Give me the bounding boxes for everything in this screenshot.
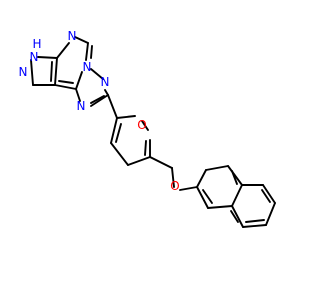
nitrogen-label: N: [19, 65, 28, 79]
bond: [179, 186, 198, 191]
bond: [85, 42, 89, 61]
bond: [90, 94, 109, 107]
bond: [265, 202, 276, 226]
bond: [230, 210, 239, 223]
molecule-structure-diagram: H N N N N N N O O: [19, 29, 276, 228]
nitrogen-label: N: [30, 50, 39, 64]
hydrogen-label: H: [32, 37, 41, 51]
oxygen-label: O: [170, 179, 179, 193]
bond: [54, 57, 58, 86]
bond: [115, 123, 122, 143]
nitrogen-label: N: [77, 99, 86, 113]
bond: [90, 95, 105, 104]
bond: [110, 117, 118, 144]
atom-label-layer: H N N N N N N O O: [19, 29, 180, 193]
bond: [202, 189, 213, 204]
bond: [74, 36, 89, 44]
bond: [262, 184, 276, 204]
bond: [261, 189, 271, 203]
bond: [196, 186, 209, 209]
bond: [107, 94, 118, 119]
bond: [90, 45, 93, 59]
bond: [242, 224, 267, 228]
bond: [37, 56, 58, 59]
bond: [50, 61, 53, 82]
bond: [205, 165, 229, 171]
bond: [231, 184, 243, 207]
bond: [144, 140, 147, 156]
nitrogen-label: N: [83, 60, 92, 74]
bond: [75, 71, 83, 90]
bond: [231, 205, 244, 228]
bond: [207, 205, 233, 209]
bond: [227, 165, 243, 186]
bond: [54, 84, 77, 90]
nitrogen-label: N: [101, 75, 110, 89]
bond: [231, 170, 238, 185]
bond: [104, 89, 109, 96]
bond: [149, 156, 173, 169]
bond: [75, 88, 81, 102]
nitrogen-label: N: [68, 29, 77, 43]
bond: [127, 156, 151, 166]
oxygen-label: O: [137, 118, 146, 132]
bond: [90, 68, 104, 80]
bond: [58, 80, 74, 84]
bond: [116, 115, 136, 119]
bond: [245, 219, 265, 223]
bond: [196, 169, 207, 188]
bond-layer: [30, 36, 276, 228]
bond: [171, 167, 175, 188]
bond: [141, 120, 149, 131]
bond: [56, 42, 70, 59]
bond: [110, 142, 129, 166]
bond: [30, 59, 34, 86]
